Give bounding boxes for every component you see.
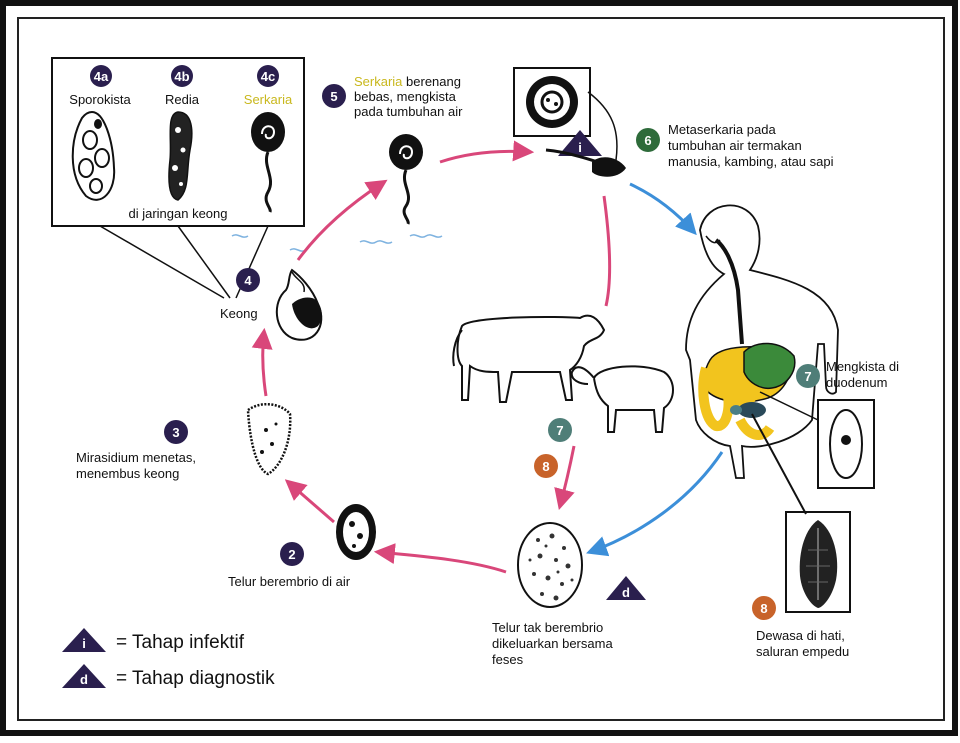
water-ripple: [410, 235, 442, 237]
water-ripple: [232, 235, 248, 237]
badge-4: 4: [236, 268, 260, 292]
svg-text:d: d: [622, 585, 630, 600]
badge-3: 3: [164, 420, 188, 444]
sheep-illustration: [572, 366, 673, 432]
badge-4c: 4c: [257, 65, 279, 87]
badge-8-animal: 8: [534, 454, 558, 478]
svg-text:3: 3: [172, 425, 179, 440]
badge-7-animal: 7: [548, 418, 572, 442]
legend-diagnostic: d = Tahap diagnostik: [62, 664, 275, 689]
arrow-miracidium-to-snail: [263, 332, 266, 396]
badge-4b: 4b: [171, 65, 193, 87]
miracidium-illustration: [248, 404, 290, 474]
embryonated-egg-illustration: [336, 504, 376, 560]
step3-line1: Mirasidium menetas,: [76, 450, 196, 465]
metacercaria-cyst-illustration: [526, 76, 578, 128]
step6-line1: Metaserkaria pada: [668, 122, 776, 137]
step5-line1: Serkaria berenang: [354, 74, 461, 89]
snail-illustration: [277, 270, 322, 340]
arrow-animals-to-egg: [560, 446, 574, 506]
arrow-cercaria-to-metacercaria: [440, 151, 530, 162]
badge-6: 6: [636, 128, 660, 152]
svg-text:4a: 4a: [94, 69, 109, 84]
badge-2: 2: [280, 542, 304, 566]
legend-diagnostic-text: = Tahap diagnostik: [116, 668, 275, 689]
svg-text:4c: 4c: [261, 69, 275, 84]
juvenile-fluke-illustration: [830, 410, 862, 478]
svg-text:8: 8: [760, 601, 767, 616]
water-ripple: [360, 241, 392, 243]
step2-label: Telur berembrio di air: [228, 574, 351, 589]
step1-line3: feses: [492, 652, 524, 667]
badge-5: 5: [322, 84, 346, 108]
badge-4a: 4a: [90, 65, 112, 87]
arrow-egg-to-embryonated: [378, 552, 506, 572]
serkaria-label: Serkaria: [244, 92, 293, 107]
svg-text:7: 7: [804, 369, 811, 384]
arrow-snail-to-cercaria: [298, 182, 384, 260]
free-cercaria-illustration: [389, 134, 423, 224]
inset-caption: di jaringan keong: [128, 206, 227, 221]
step1-line1: Telur tak berembrio: [492, 620, 603, 635]
step5-line3: pada tumbuhan air: [354, 104, 463, 119]
arrow-plant-to-human: [630, 184, 694, 232]
svg-text:2: 2: [288, 547, 295, 562]
legend-infective: i = Tahap infektif: [62, 628, 245, 653]
pointer-line: [100, 226, 224, 298]
step6-line2: tumbuhan air termakan: [668, 138, 802, 153]
step7-line2: duodenum: [826, 375, 887, 390]
sporokista-label: Sporokista: [69, 92, 131, 107]
svg-text:4b: 4b: [174, 69, 189, 84]
svg-text:5: 5: [330, 89, 337, 104]
svg-text:i: i: [82, 636, 86, 651]
step8-line1: Dewasa di hati,: [756, 628, 845, 643]
diagnostic-marker: d: [606, 576, 646, 600]
redia-label: Redia: [165, 92, 200, 107]
step3-line2: menembus keong: [76, 466, 179, 481]
svg-text:4: 4: [244, 273, 252, 288]
svg-text:8: 8: [542, 459, 549, 474]
badge-7: 7: [796, 364, 820, 388]
svg-text:6: 6: [644, 133, 651, 148]
badge-8: 8: [752, 596, 776, 620]
keong-label: Keong: [220, 306, 258, 321]
step7-line1: Mengkista di: [826, 359, 899, 374]
step8-line2: saluran empedu: [756, 644, 849, 659]
svg-text:i: i: [578, 140, 582, 155]
svg-text:d: d: [80, 672, 88, 687]
step1-line2: dikeluarkan bersama: [492, 636, 613, 651]
arrow-human-to-egg: [590, 452, 722, 552]
arrow-embryonated-to-miracidium: [288, 482, 334, 522]
arrow-plant-to-animals: [604, 196, 610, 306]
step6-line3: manusia, kambing, atau sapi: [668, 154, 834, 169]
unembryonated-egg-illustration: [518, 523, 582, 607]
svg-text:7: 7: [556, 423, 563, 438]
legend-infective-text: = Tahap infektif: [116, 632, 245, 653]
cow-illustration: [453, 316, 604, 402]
step5-line2: bebas, mengkista: [354, 89, 457, 104]
